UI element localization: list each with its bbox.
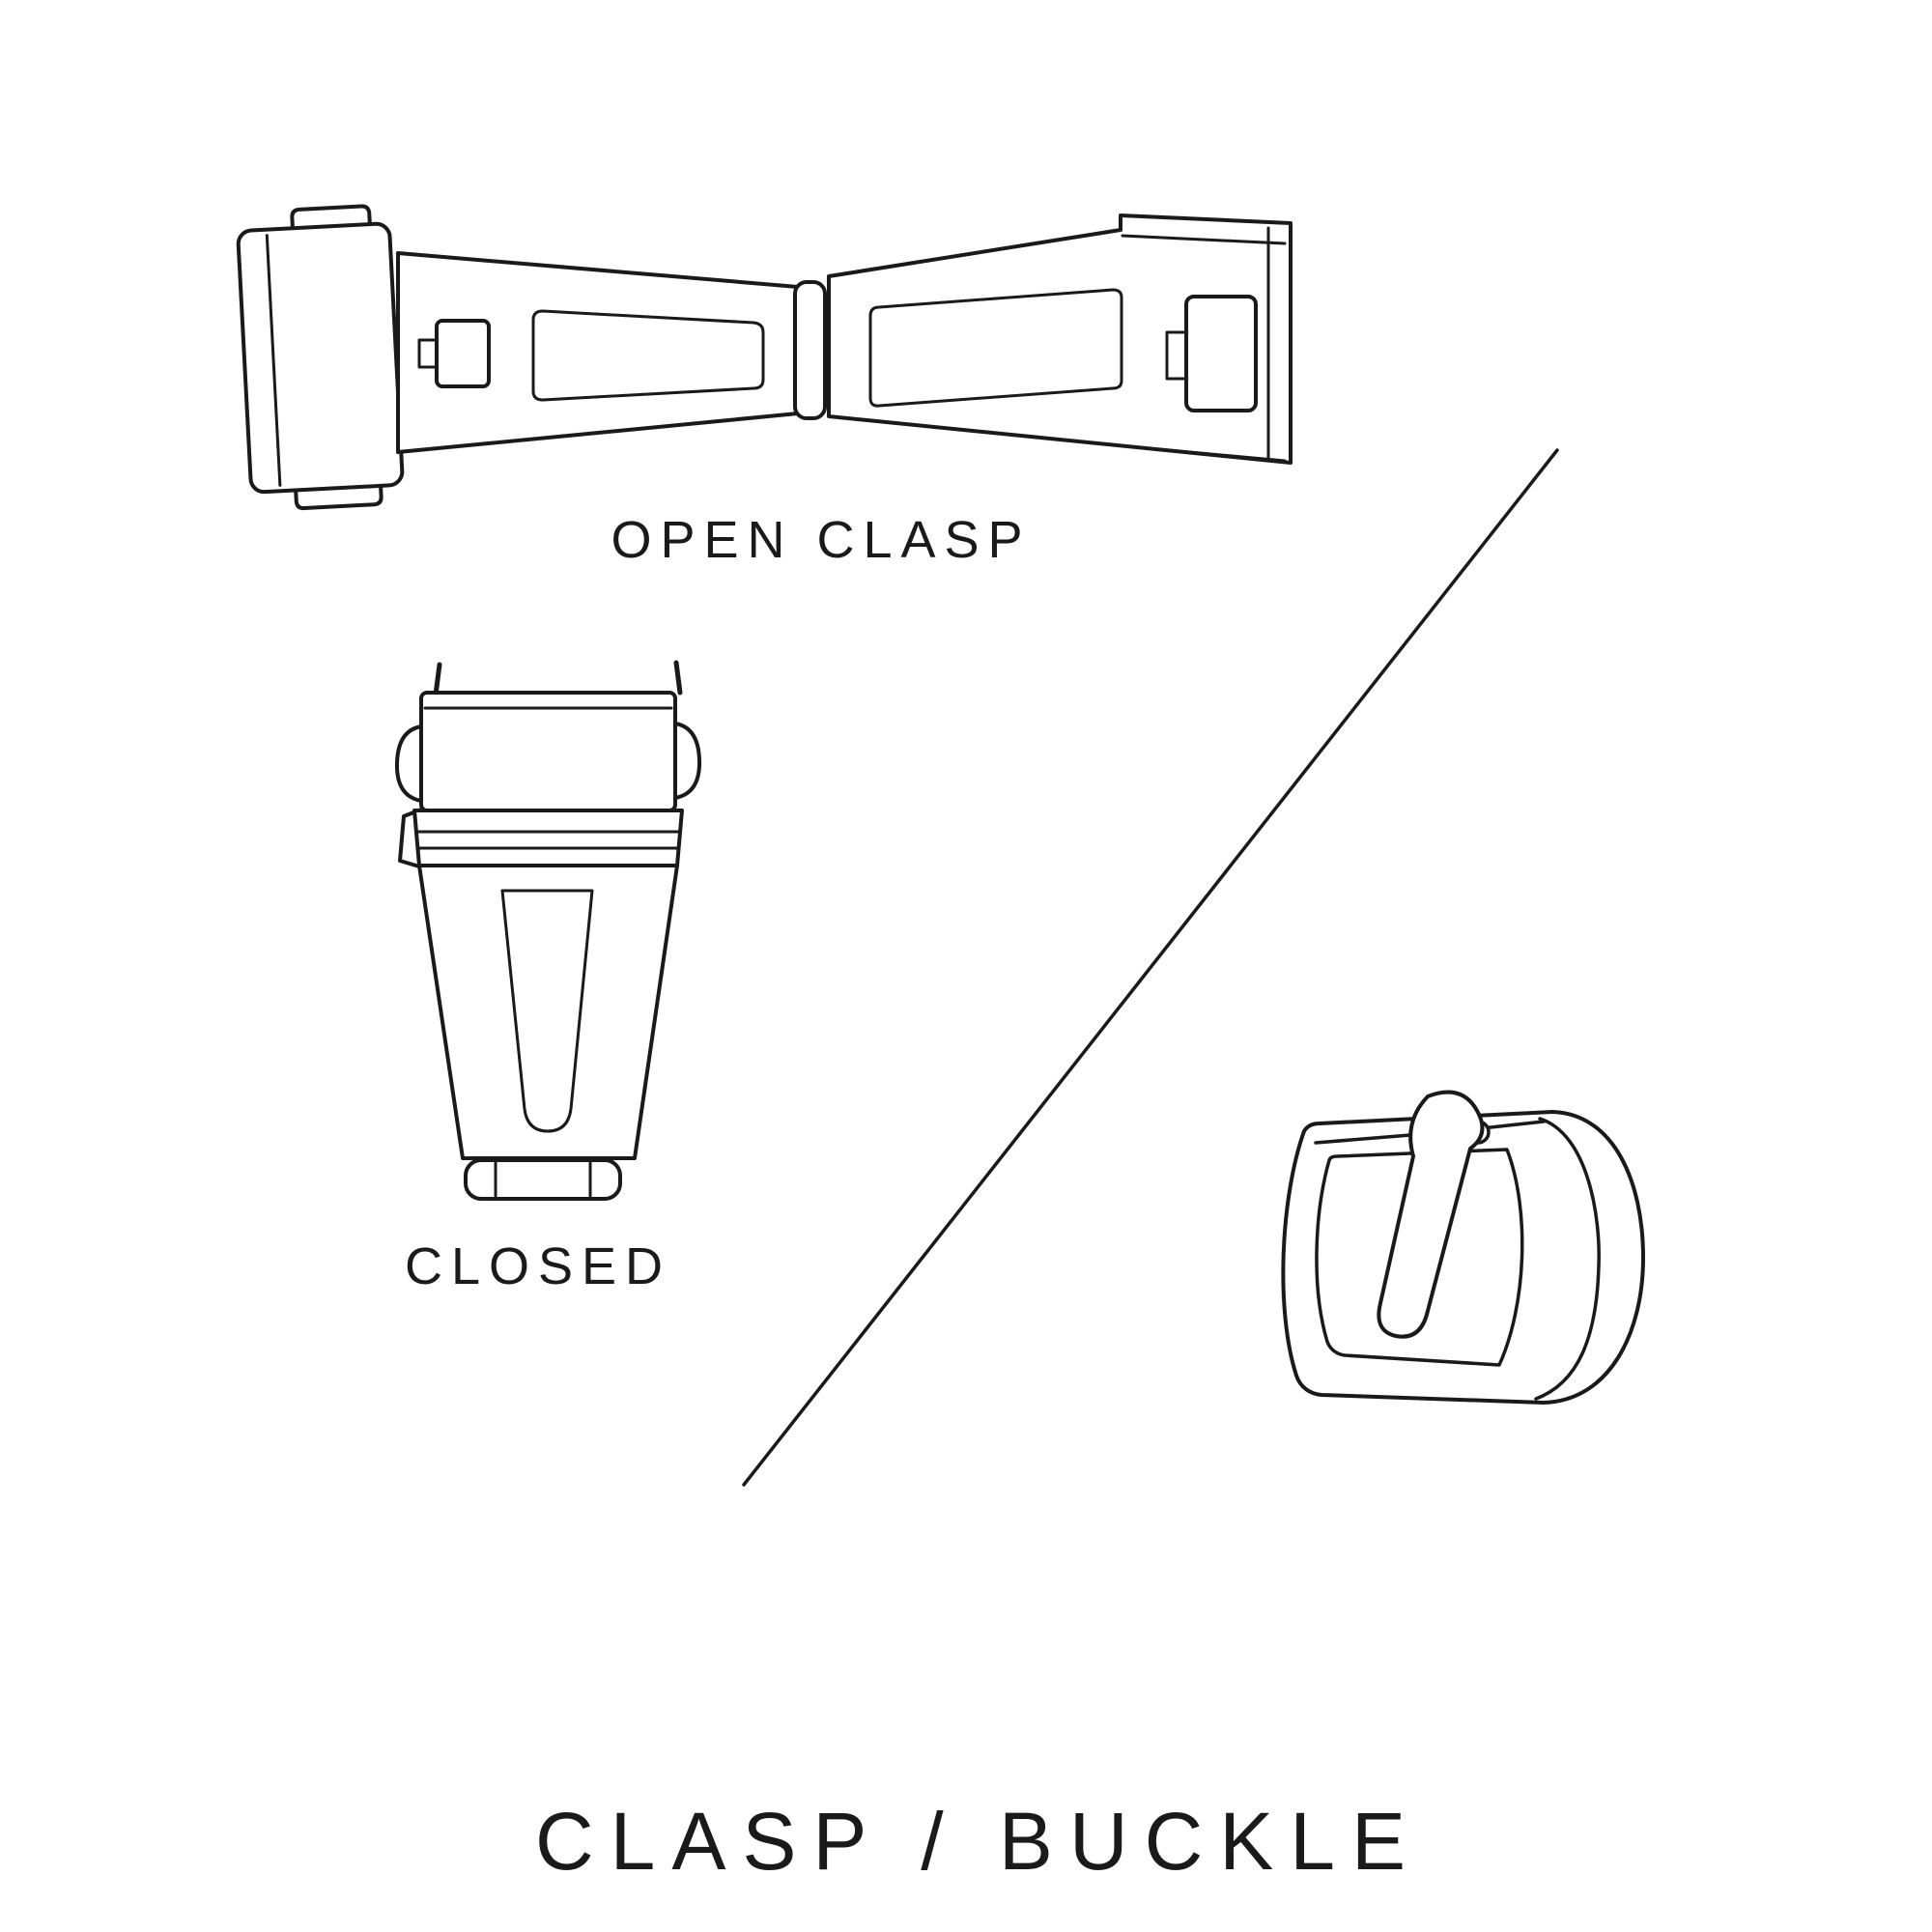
buckle-tang — [1377, 1090, 1485, 1339]
open-clasp-hinge — [793, 280, 827, 420]
closed-clasp-bottom-bar — [464, 1158, 622, 1201]
closed-clasp-left-ear — [394, 724, 423, 803]
closed-clasp-illustration — [394, 660, 702, 1201]
open-clasp-left-endcap — [236, 204, 405, 511]
closed-clasp-label: CLOSED — [404, 1237, 672, 1295]
open-clasp-illustration — [236, 204, 1293, 511]
tang-buckle-illustration — [1281, 1090, 1645, 1405]
open-clasp-label: OPEN CLASP — [611, 511, 1032, 569]
closed-clasp-top-box — [419, 691, 677, 812]
closed-clasp-body — [417, 864, 679, 1160]
page-title: CLASP / BUCKLE — [534, 1796, 1423, 1887]
diagonal-divider-line — [742, 448, 1559, 1487]
closed-clasp-right-ear — [673, 722, 702, 800]
closed-clasp-band — [412, 809, 684, 867]
